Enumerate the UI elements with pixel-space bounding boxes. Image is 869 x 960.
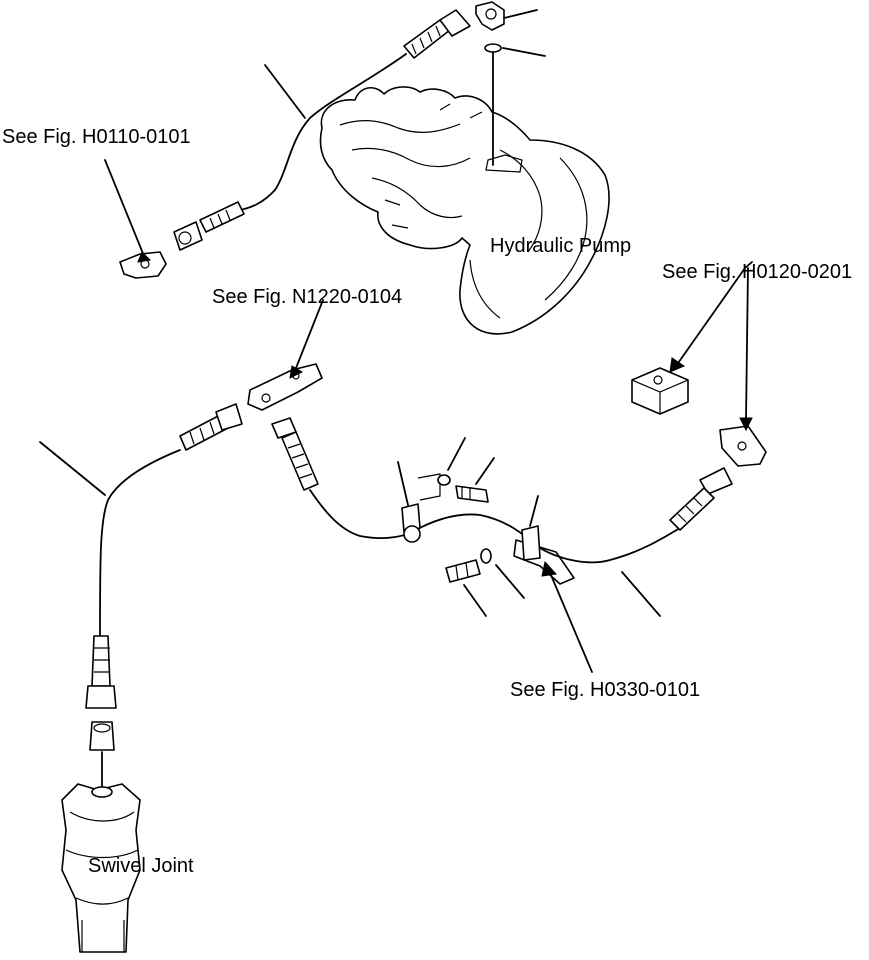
callout-see-fig-n1220-0104[interactable]: See Fig. N1220-0104 bbox=[212, 286, 403, 308]
callout-see-fig-h0330-0101[interactable]: See Fig. H0330-0101 bbox=[510, 679, 701, 701]
right-block-drawing bbox=[631, 261, 767, 531]
callout-see-fig-h0120-0201[interactable]: See Fig. H0120-0201 bbox=[662, 261, 853, 283]
center-tee-drawing bbox=[39, 299, 413, 636]
upper-hose-drawing bbox=[104, 9, 471, 279]
swivel-joint-drawing bbox=[61, 635, 141, 953]
callout-see-fig-h0110-0101[interactable]: See Fig. H0110-0101 bbox=[2, 126, 191, 148]
clamp-assembly-drawing bbox=[397, 437, 701, 673]
hydraulic-pump-drawing bbox=[319, 1, 610, 335]
component-label-swivel-joint: Swivel Joint bbox=[88, 855, 194, 877]
component-label-hydraulic-pump: Hydraulic Pump bbox=[490, 235, 632, 257]
